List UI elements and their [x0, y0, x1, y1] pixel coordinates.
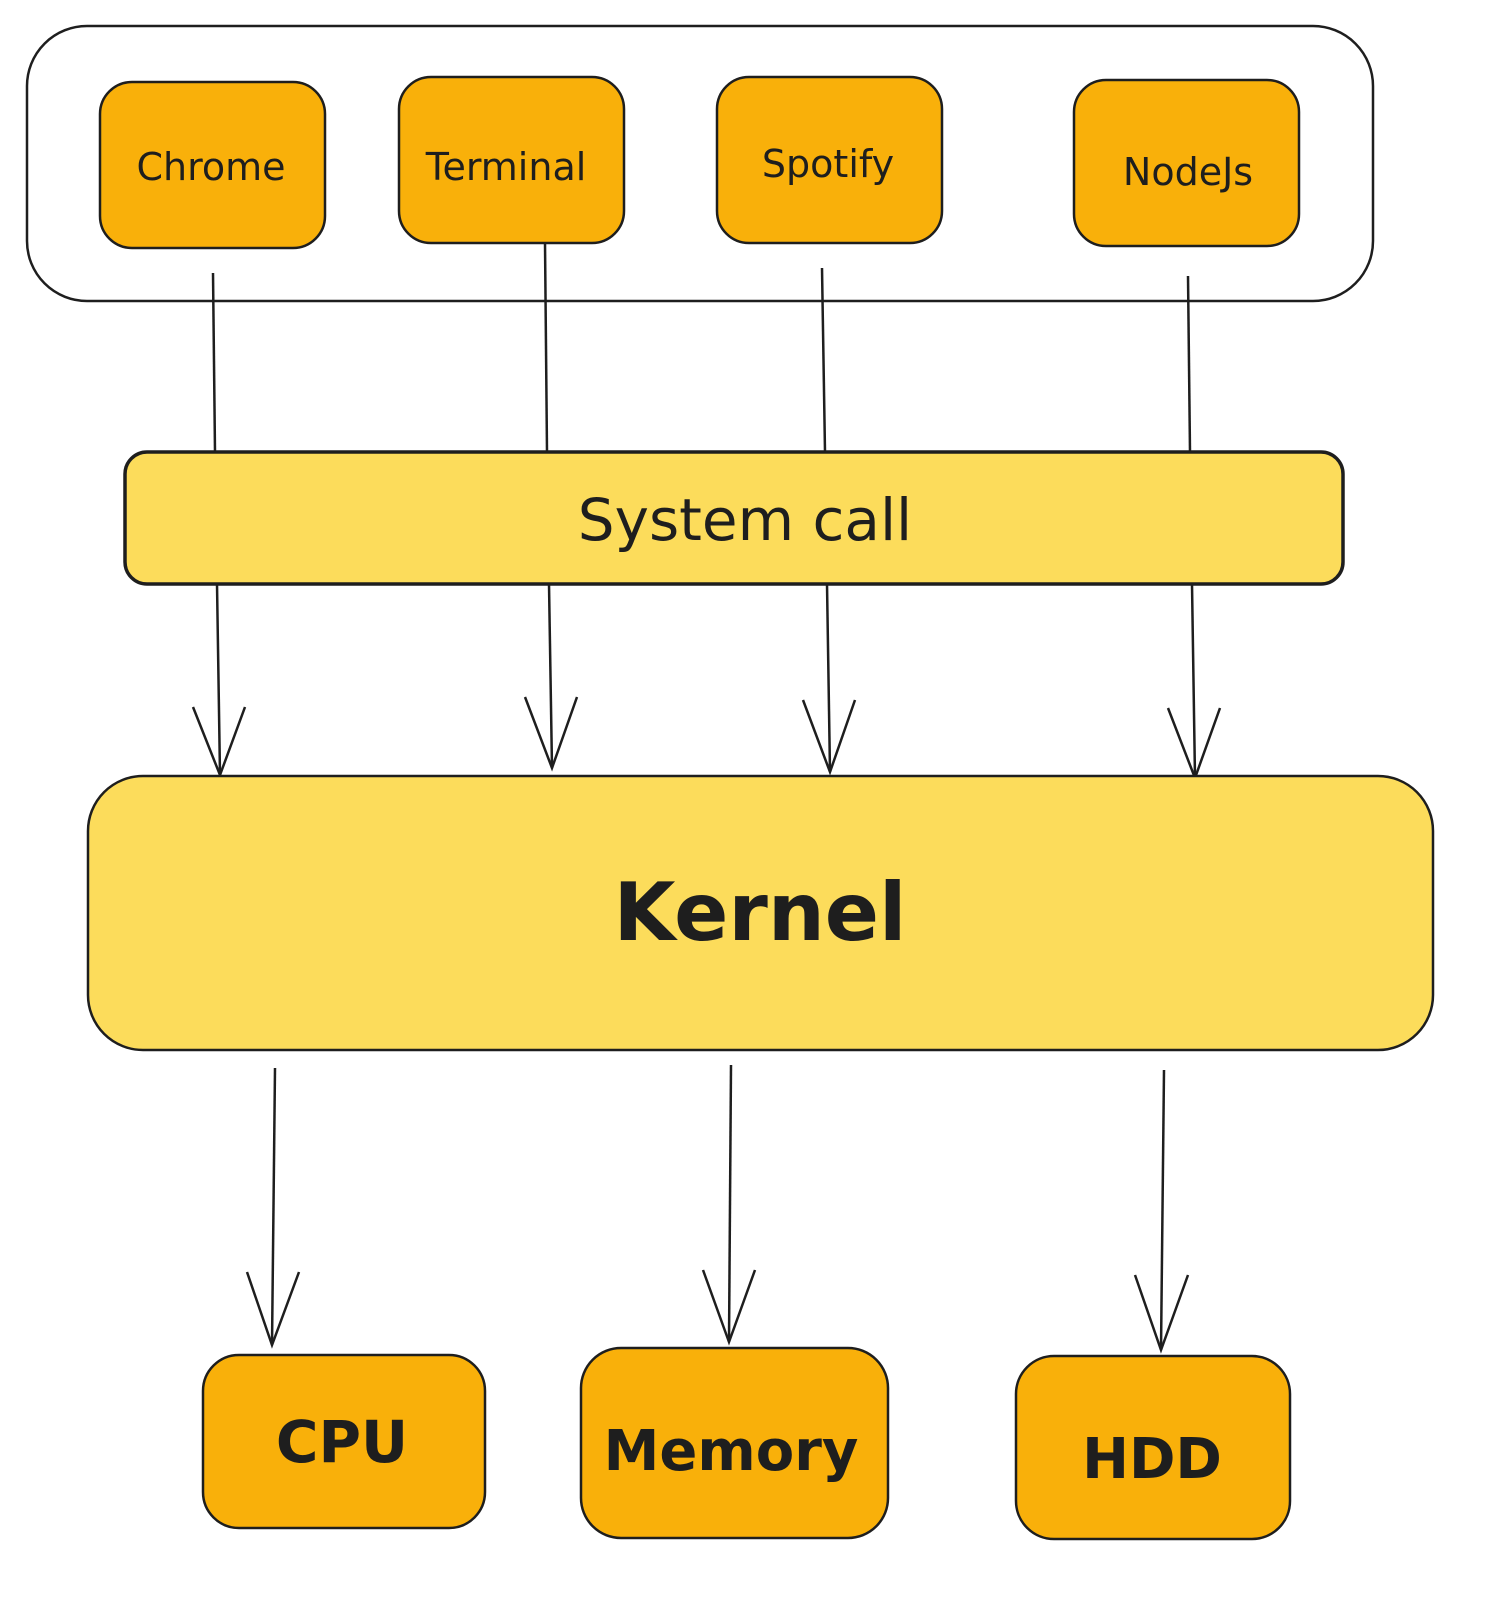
connector-chrome-syscall: [211, 272, 217, 453]
app-node-spotify[interactable]: Spotify: [715, 75, 944, 245]
app-node-nodejs[interactable]: NodeJs: [1072, 78, 1301, 248]
hardware-node-memory[interactable]: Memory: [579, 1346, 890, 1540]
system-call-label: System call: [578, 486, 912, 554]
hardware-label-hdd: HDD: [1082, 1427, 1222, 1492]
hardware-label-memory: Memory: [604, 1419, 859, 1484]
app-label-terminal: Terminal: [425, 145, 587, 189]
kernel-layer[interactable]: Kernel: [86, 774, 1435, 1052]
app-label-spotify: Spotify: [762, 142, 894, 186]
applications-group: [25, 24, 1375, 303]
system-call-layer[interactable]: System call: [123, 450, 1345, 586]
arrow-syscall-kernel-2: [523, 583, 579, 772]
app-label-chrome: Chrome: [136, 145, 285, 189]
arrow-syscall-kernel-1: [191, 583, 247, 779]
arrow-kernel-hdd: [1133, 1069, 1190, 1354]
app-node-terminal[interactable]: Terminal: [397, 75, 626, 245]
hardware-node-hdd[interactable]: HDD: [1014, 1354, 1292, 1541]
arrow-syscall-kernel-4: [1166, 583, 1222, 782]
hardware-node-cpu[interactable]: CPU: [201, 1353, 487, 1530]
arrow-syscall-kernel-3: [801, 583, 857, 776]
connector-terminal-syscall: [543, 242, 549, 453]
kernel-label: Kernel: [614, 866, 907, 959]
arrow-kernel-memory: [701, 1064, 757, 1346]
connector-spotify-syscall: [820, 267, 827, 453]
arrow-kernel-cpu: [245, 1067, 301, 1349]
app-label-nodejs: NodeJs: [1123, 150, 1253, 194]
connector-nodejs-syscall: [1186, 275, 1192, 453]
hardware-label-cpu: CPU: [276, 1408, 408, 1476]
app-node-chrome[interactable]: Chrome: [98, 80, 327, 250]
